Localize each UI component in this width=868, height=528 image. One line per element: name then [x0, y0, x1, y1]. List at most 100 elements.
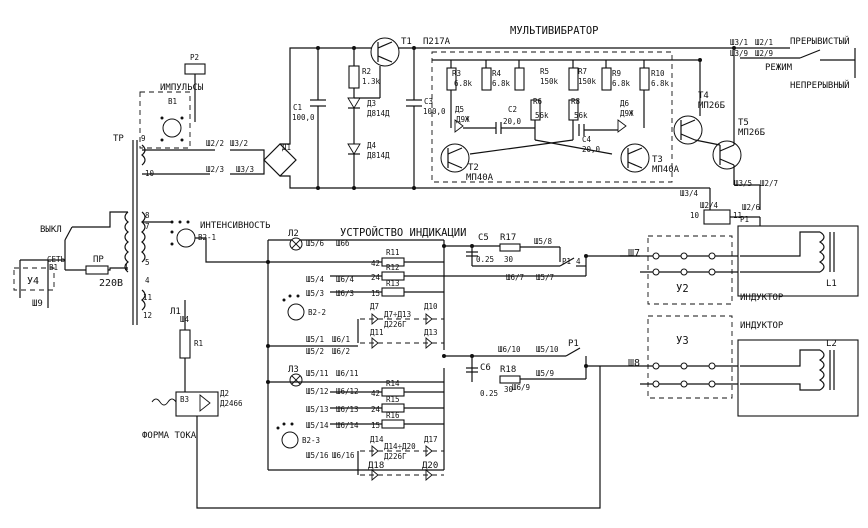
resistor-label: R12: [386, 263, 400, 272]
resistor-r4: [481, 67, 492, 91]
connector-label: Ш3/3: [236, 165, 254, 174]
resistor-r16: [381, 419, 405, 429]
connector-label: Ш6/2: [332, 347, 350, 356]
resistor-r9: [601, 67, 612, 91]
resistor-value: 56k: [574, 111, 588, 120]
inductor-label: ИНДУКТОР: [740, 321, 784, 331]
connector-label: Ш2/4: [700, 201, 719, 210]
transistor-label: Т4: [698, 91, 709, 101]
connector-label: Ш2/2: [206, 139, 224, 148]
diode-label: Д7÷Д13: [384, 310, 411, 319]
relay-p2: [184, 63, 206, 75]
switch-v2-2: [287, 303, 305, 321]
current-form-switch: [175, 391, 219, 417]
resistor-label: R18: [500, 365, 516, 375]
lamp-label: Л2: [288, 229, 299, 239]
pin-label: 11: [143, 293, 152, 302]
diode-d5: [454, 119, 464, 133]
diode-label: Д2: [220, 389, 229, 398]
plug-u3: [647, 315, 733, 399]
capacitor-value: 20,0: [582, 145, 601, 154]
connector-label: Ш5/6: [306, 239, 325, 248]
tap-label: 15: [371, 421, 380, 430]
fuse: [85, 265, 109, 275]
intermittent-label: ПРЕРЫВИСТЫЙ: [790, 35, 850, 47]
connector-label: Ш9: [32, 299, 43, 309]
resistor-r2: [348, 65, 360, 89]
pin-label: 9: [141, 134, 146, 143]
pin-label: 7: [145, 222, 150, 231]
indication-label: УСТРОЙСТВО ИНДИКАЦИИ: [340, 226, 466, 239]
inductor-l2-box: [737, 339, 859, 417]
relay-label: Р1: [568, 339, 579, 349]
connector-label: Ш2/7: [760, 179, 778, 188]
switch-label: В3: [180, 395, 189, 404]
resistor-label: R7: [578, 67, 587, 76]
inductor-label: ИНДУКТОР: [740, 293, 784, 303]
resistor-label: R8: [571, 97, 581, 106]
off-label: ВЫКЛ: [40, 225, 62, 235]
diode-d6: [617, 119, 627, 133]
tap-label: 42: [371, 389, 380, 398]
diode-label: Д13: [424, 328, 438, 337]
transistor-label: Т3: [652, 155, 663, 165]
resistor-value: 6.8k: [454, 79, 473, 88]
connector-label: Ш8: [628, 358, 640, 369]
relay-label: Р1: [562, 257, 571, 266]
mode-label: РЕЖИМ: [765, 63, 793, 73]
transistor-t1: [370, 37, 400, 67]
diode-d2: [199, 394, 211, 412]
diode-label: Д11: [370, 328, 384, 337]
transistor-label: Т1: [401, 37, 412, 47]
switch-label: В1: [49, 263, 58, 272]
diode-type: Д2466: [220, 399, 243, 408]
connector-label: Ш6/1: [332, 335, 350, 344]
capacitor-label: C2: [508, 105, 517, 114]
capacitor-value: 100,0: [292, 113, 315, 122]
u3-label: У3: [676, 335, 689, 347]
connector-label: Ш3/5: [734, 179, 752, 188]
connector-label: Ш6/11: [336, 369, 359, 378]
pulses-label: ИМПУЛЬСЫ: [160, 83, 203, 93]
connector-label: Ш6б: [336, 239, 350, 248]
connector-label: Ш3/1: [730, 38, 748, 47]
capacitor-label: C1: [293, 103, 302, 112]
coil-label: L2: [826, 339, 837, 349]
output-section: Ш7 Ш8 У2 У3 ИНДУКТОР L1 ИНДУКТОР: [620, 217, 859, 417]
junctions: [266, 46, 736, 384]
capacitor-value: 100,0: [423, 107, 446, 116]
resistor-r10: [639, 67, 650, 91]
resistor-value: 150k: [540, 77, 559, 86]
connector-label: Ш5/11: [306, 369, 329, 378]
continuous-label: НЕПРЕРЫВНЫЙ: [790, 79, 850, 91]
resistor-label: R2: [362, 67, 371, 76]
resistor-label: R16: [386, 411, 400, 420]
switch-label: В2-3: [302, 436, 320, 445]
capacitor-label: C4: [582, 135, 592, 144]
resistor-label: R5: [540, 67, 549, 76]
u4-label: У4: [27, 276, 39, 287]
relay-p1: [703, 209, 731, 225]
transformer-secondary-upper: [141, 144, 146, 166]
connector-label: Ш5/10: [536, 345, 559, 354]
diode-label: Д18: [368, 461, 384, 471]
diode-label: Д20: [422, 461, 438, 471]
u2-label: У2: [676, 283, 689, 295]
diode-d4: [347, 143, 361, 155]
diode-label: Д7: [370, 302, 379, 311]
resistor-label: R1: [194, 339, 203, 348]
transistor-type: МП26Б: [738, 128, 765, 138]
resistor-label: R14: [386, 379, 400, 388]
diode-label: Д4: [367, 141, 377, 150]
transistor-t2: [440, 143, 470, 173]
transistor-label: Т2: [468, 163, 479, 173]
inductor-coil-l2: [818, 349, 825, 391]
connector-label: Ш6/7: [506, 273, 524, 282]
diode-label: Д14: [370, 435, 384, 444]
diode-type: Д9Ж: [456, 115, 470, 124]
resistor-value: 56k: [535, 111, 549, 120]
wave-icon: [151, 398, 177, 406]
transistor-t5: [712, 140, 742, 170]
resistor-value: 150k: [578, 77, 597, 86]
